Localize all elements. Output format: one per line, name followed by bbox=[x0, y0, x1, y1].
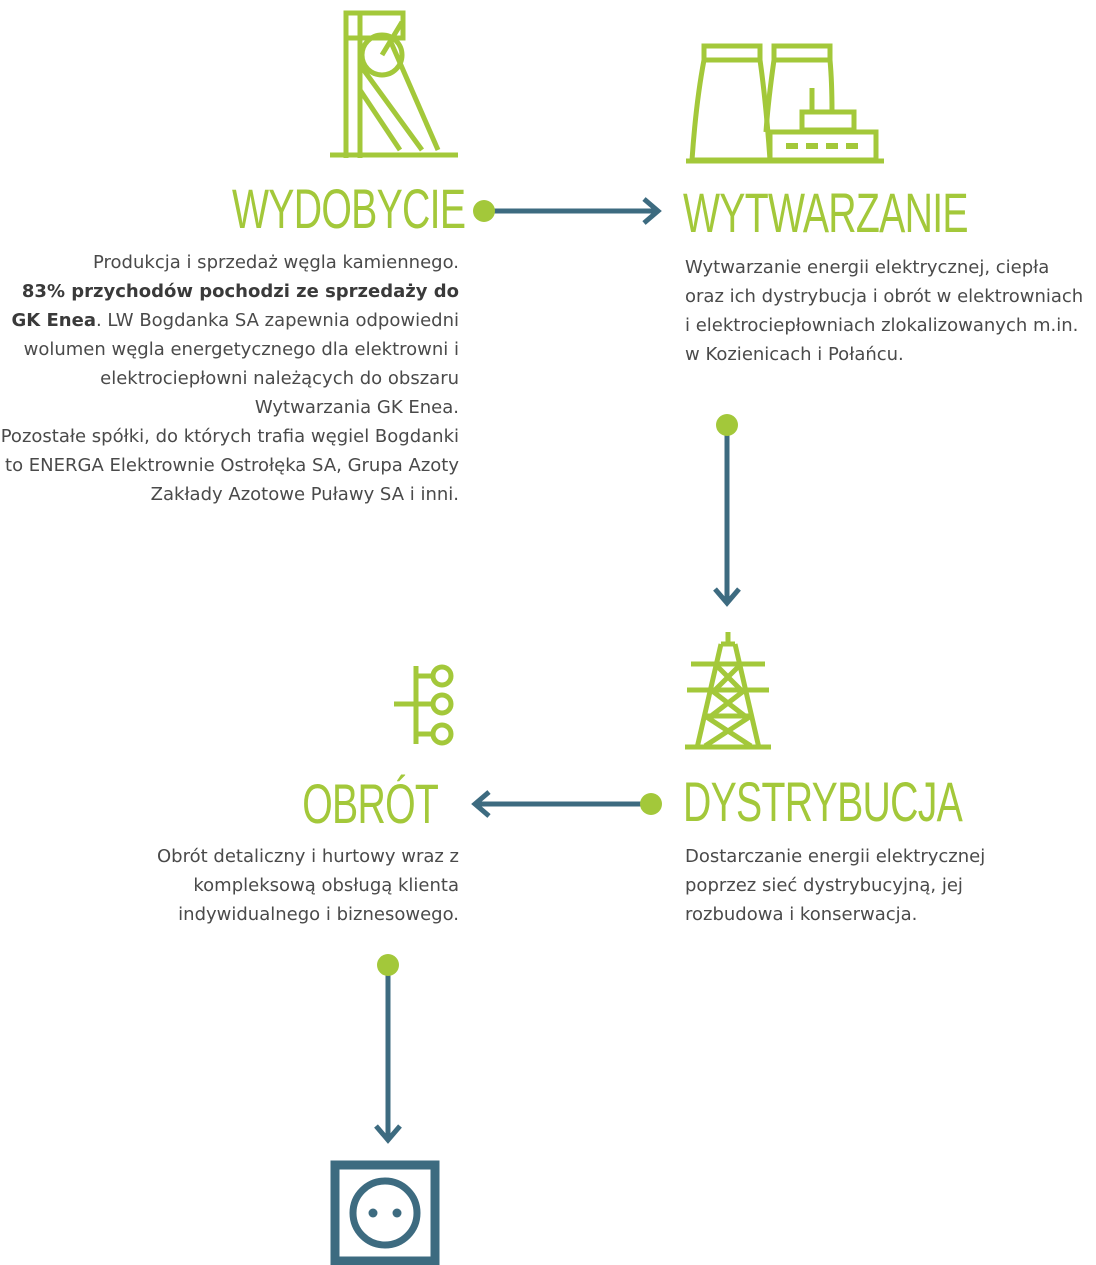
title-obrot: OBRÓT bbox=[302, 772, 439, 835]
power-socket-icon bbox=[330, 1160, 440, 1265]
desc-obrot: Obrót detaliczny i hurtowy wraz z komple… bbox=[157, 846, 459, 925]
connector-wydobycie-wytwarzanie bbox=[473, 197, 662, 225]
connector-wytwarzanie-dystrybucja bbox=[713, 414, 741, 607]
title-wydobycie: WYDOBYCIE bbox=[231, 177, 466, 240]
desc-wydobycie-bold: 83% przychodów pochodzi ze sprzedaży do … bbox=[11, 281, 459, 331]
desc-wydobycie-rest: . LW Bogdanka SA zapewnia odpowiedni wol… bbox=[23, 310, 459, 418]
desc-wydobycie-more: Pozostałe spółki, do których trafia węgi… bbox=[0, 426, 459, 505]
desc-wydobycie-intro: Produkcja i sprzedaż węgla kamiennego. bbox=[93, 252, 459, 273]
connector-dystrybucja-obrot bbox=[471, 790, 662, 818]
desc-wydobycie: Produkcja i sprzedaż węgla kamiennego. 8… bbox=[0, 248, 459, 509]
connector-obrot-end bbox=[374, 954, 402, 1144]
title-dystrybucja: DYSTRYBUCJA bbox=[683, 770, 963, 833]
desc-dystrybucja: Dostarczanie energii elektrycznej poprze… bbox=[685, 846, 986, 925]
desc-wytwarzanie: Wytwarzanie energii elektrycznej, ciepła… bbox=[685, 257, 1084, 365]
title-wytwarzanie: WYTWARZANIE bbox=[683, 181, 969, 244]
power-pylon-icon bbox=[685, 632, 771, 750]
power-plant-icon bbox=[686, 43, 884, 164]
mine-shaft-icon bbox=[330, 10, 458, 158]
network-nodes-icon bbox=[394, 664, 454, 746]
